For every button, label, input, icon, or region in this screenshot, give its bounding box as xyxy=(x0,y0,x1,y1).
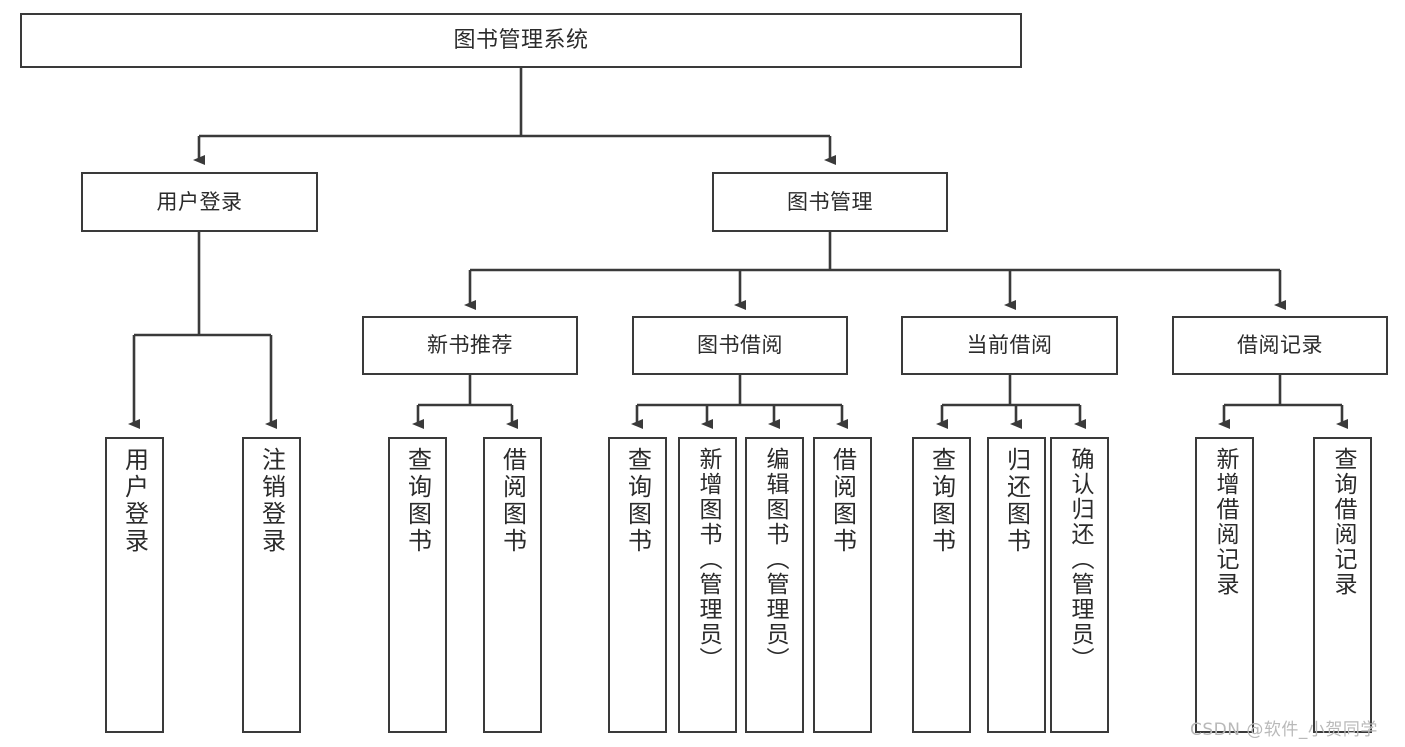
node-label: 查询图书 xyxy=(623,447,652,555)
node-label: 查询借阅记录 xyxy=(1330,447,1356,597)
leaf-borrow-query-book[interactable]: 查询图书 xyxy=(608,437,667,733)
node-label: 图书管理系统 xyxy=(453,27,589,53)
node-label: 归还图书 xyxy=(1002,447,1031,555)
node-book-management[interactable]: 图书管理 xyxy=(712,172,948,232)
node-label: 借阅记录 xyxy=(1237,333,1323,358)
leaf-user-login[interactable]: 用户登录 xyxy=(105,437,164,733)
leaf-recommend-borrow-book[interactable]: 借阅图书 xyxy=(483,437,542,733)
leaf-record-query-borrow-record[interactable]: 查询借阅记录 xyxy=(1313,437,1372,733)
node-label: 用户登录 xyxy=(156,189,243,214)
leaf-current-return-book[interactable]: 归还图书 xyxy=(987,437,1046,733)
node-label: 确认归还（管理员） xyxy=(1067,447,1093,672)
node-label: 用户登录 xyxy=(120,447,149,555)
node-label: 查询图书 xyxy=(403,447,432,555)
node-current-borrow[interactable]: 当前借阅 xyxy=(901,316,1118,375)
node-borrow-record[interactable]: 借阅记录 xyxy=(1172,316,1388,375)
node-book-borrow[interactable]: 图书借阅 xyxy=(632,316,848,375)
node-label: 当前借阅 xyxy=(966,333,1053,358)
leaf-borrow-add-book-admin[interactable]: 新增图书（管理员） xyxy=(678,437,737,733)
leaf-record-add-borrow-record[interactable]: 新增借阅记录 xyxy=(1195,437,1254,733)
node-label: 借阅图书 xyxy=(498,447,527,555)
node-label: 注销登录 xyxy=(257,447,286,555)
node-label: 图书管理 xyxy=(787,189,873,214)
leaf-borrow-edit-book-admin[interactable]: 编辑图书（管理员） xyxy=(745,437,804,733)
leaf-current-confirm-return-admin[interactable]: 确认归还（管理员） xyxy=(1050,437,1109,733)
leaf-recommend-query-book[interactable]: 查询图书 xyxy=(388,437,447,733)
node-new-book-recommend[interactable]: 新书推荐 xyxy=(362,316,578,375)
leaf-current-query-book[interactable]: 查询图书 xyxy=(912,437,971,733)
node-user-login[interactable]: 用户登录 xyxy=(81,172,318,232)
node-root-book-management-system[interactable]: 图书管理系统 xyxy=(20,13,1022,68)
csdn-watermark: CSDN @软件_小贺同学 xyxy=(1190,720,1378,740)
node-label: 新增图书（管理员） xyxy=(695,447,721,672)
node-label: 图书借阅 xyxy=(697,333,783,358)
node-label: 编辑图书（管理员） xyxy=(762,447,788,672)
node-label: 查询图书 xyxy=(927,447,956,555)
leaf-borrow-borrow-book[interactable]: 借阅图书 xyxy=(813,437,872,733)
node-label: 新书推荐 xyxy=(427,333,513,358)
node-label: 新增借阅记录 xyxy=(1212,447,1238,597)
leaf-user-logout[interactable]: 注销登录 xyxy=(242,437,301,733)
node-label: 借阅图书 xyxy=(828,447,857,555)
